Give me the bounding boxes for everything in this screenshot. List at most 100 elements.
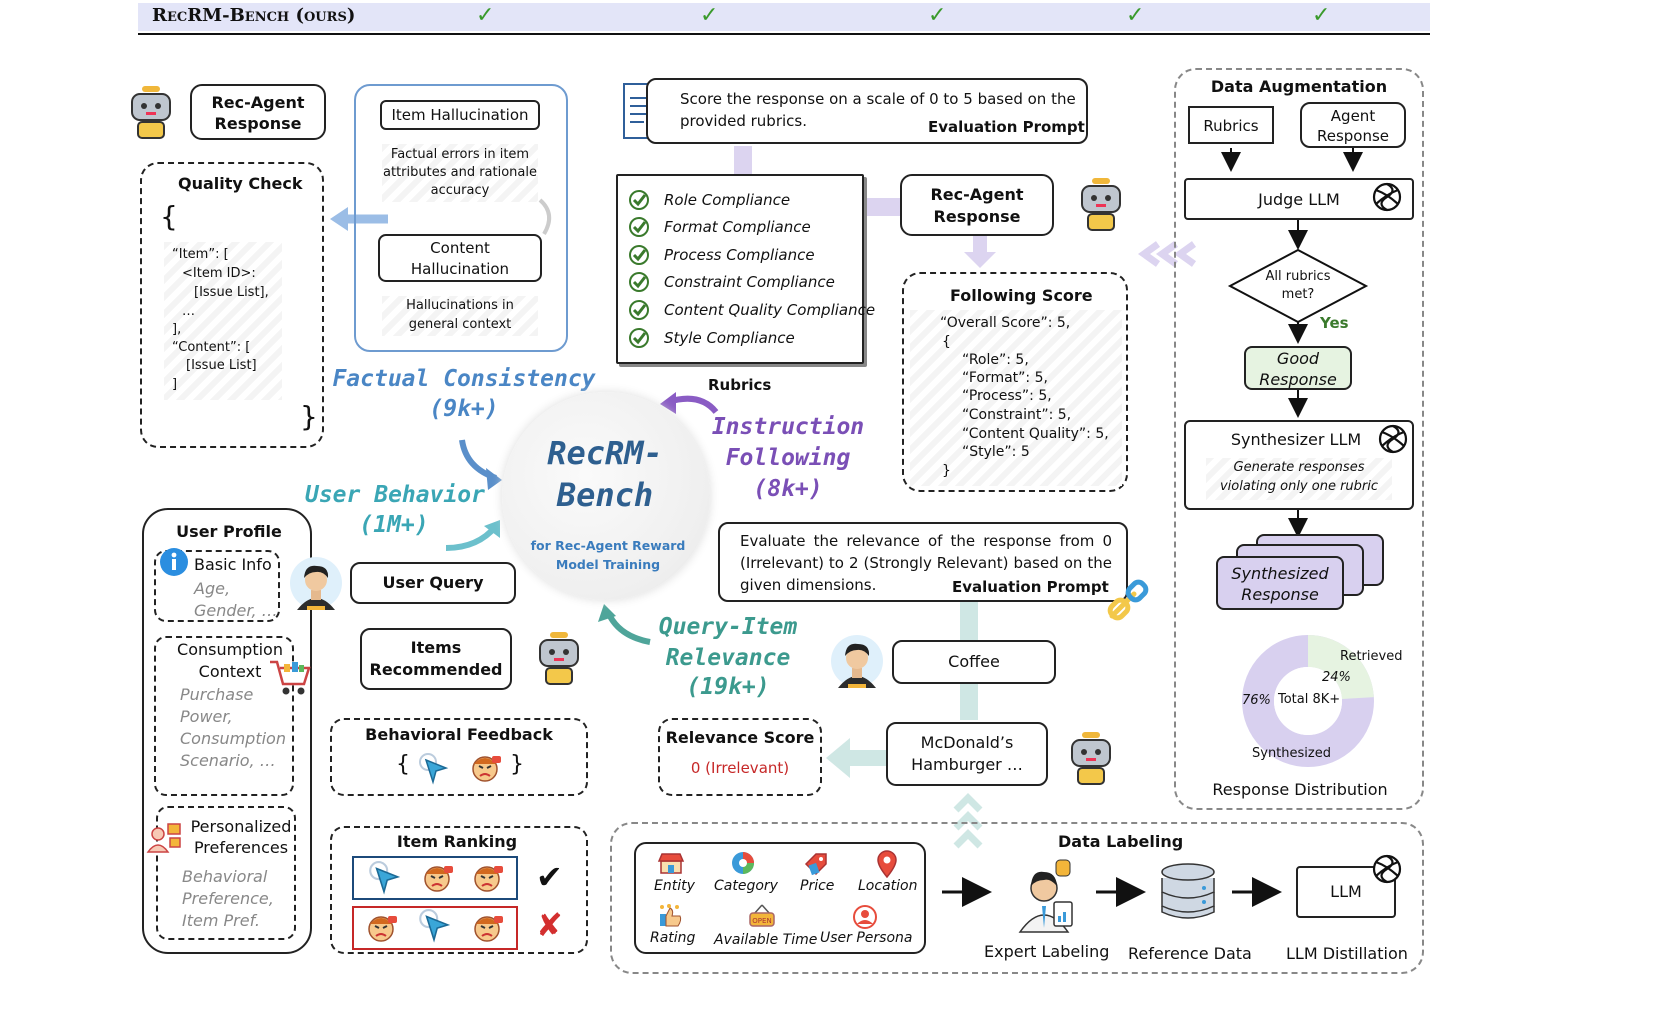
database-icon — [1161, 863, 1215, 919]
header-check: ✓ — [1126, 3, 1145, 28]
basic-info-label: Basic Info — [194, 555, 272, 574]
header-check: ✓ — [476, 3, 495, 28]
quality-check-line: “Content”: [ — [172, 340, 251, 355]
quality-check-line: ], — [172, 322, 182, 337]
center-subtitle: for Rec-Agent Reward Model Training — [530, 538, 686, 572]
store-icon — [657, 853, 685, 874]
relevance-score-panel — [658, 718, 822, 796]
category-pie-icon — [732, 852, 754, 874]
quality-check-close-brace: } — [300, 400, 318, 433]
following-score-title: Following Score — [950, 286, 1093, 305]
consumption-label: Consumption Context — [177, 640, 283, 681]
preference-user-icon — [146, 823, 181, 853]
judge-llm-box: Judge LLM — [1184, 178, 1414, 220]
click-cursor-icon — [419, 753, 449, 785]
quality-check-line: [Issue List], — [194, 285, 269, 300]
click-cursor-icon — [419, 909, 451, 943]
donut-retrieved-label: Retrieved — [1340, 649, 1403, 664]
connector-prompt-coffee — [960, 602, 978, 640]
header-method-name: RecRM-Bench (ours) — [152, 5, 356, 26]
consumption-box — [154, 636, 294, 796]
coffee-query-box: Coffee — [892, 640, 1056, 684]
dimension-price: Price — [800, 878, 835, 894]
score-line: “Process”: 5, — [962, 388, 1052, 404]
llm-distillation-label: LLM Distillation — [1286, 944, 1408, 963]
rubric-item: Process Compliance — [664, 246, 815, 264]
augmentation-title: Data Augmentation — [1210, 77, 1388, 96]
donut-retrieved-slice — [1242, 635, 1374, 767]
dimension-location: Location — [858, 878, 918, 894]
user-profile-title: User Profile — [176, 522, 282, 541]
header-check: ✓ — [1312, 3, 1331, 28]
relevance-prompt-box — [718, 522, 1128, 602]
connector-coffee-response — [960, 684, 978, 720]
expert-labeling-label: Expert Labeling — [984, 942, 1110, 961]
data-labeling-panel — [610, 822, 1424, 974]
donut-hole — [1274, 667, 1342, 735]
svg-text:OPEN: OPEN — [752, 917, 771, 925]
score-line: “Style”: 5 — [962, 444, 1030, 460]
behavioral-feedback-title: Behavioral Feedback — [365, 725, 553, 744]
hallucination-panel — [354, 84, 568, 352]
click-cursor-icon — [369, 861, 401, 895]
openai-logo-icon — [1378, 424, 1408, 454]
factual-agent-response: Rec-Agent Response — [190, 84, 326, 140]
check-circle-icon — [629, 190, 649, 210]
instruction-following-count: (8k+) — [753, 476, 823, 502]
open-sign-icon: OPEN — [749, 904, 775, 927]
rubric-item: Role Compliance — [664, 191, 791, 209]
good-response-box: Good Response — [1244, 346, 1352, 390]
behavioral-feedback-panel — [330, 718, 588, 796]
quality-check-line: [Issue List] — [186, 358, 257, 373]
item-hallucination-desc: Factual errors in item attributes and ra… — [382, 144, 538, 202]
location-pin-icon — [877, 850, 897, 879]
instruction-prompt-label: Evaluation Prompt — [928, 118, 1085, 136]
score-line: “Format”: 5, — [962, 370, 1048, 386]
link-icon — [1107, 579, 1149, 621]
dimension-user-persona: User Persona — [820, 930, 913, 946]
rating-stars-icon — [660, 904, 682, 927]
check-circle-icon — [629, 272, 649, 292]
openai-logo-icon — [1372, 182, 1402, 212]
shopping-cart-icon — [270, 660, 311, 695]
content-hallucination-box: Content Hallucination — [378, 234, 542, 282]
user-behavior-title: User Behavior — [304, 482, 485, 508]
instruction-following-title: Instruction Following — [711, 414, 865, 471]
item-hallucination-box: Item Hallucination — [380, 100, 540, 130]
quality-check-open-brace: { — [160, 200, 178, 233]
score-line: { — [942, 334, 951, 350]
aug-rubrics-box: Rubrics — [1188, 106, 1274, 144]
data-labeling-title: Data Labeling — [1058, 832, 1184, 851]
dimension-available-time: Available Time — [714, 932, 818, 948]
aug-agent-response-box: Agent Response — [1300, 102, 1406, 148]
check-circle-icon — [629, 328, 649, 348]
synthesized-response-box: Synthesized Response — [1216, 556, 1344, 610]
angry-face-icon — [474, 916, 503, 942]
instruction-prompt-box — [646, 78, 1088, 144]
check-circle-icon — [629, 245, 649, 265]
relevance-score-title: Relevance Score — [665, 728, 815, 747]
score-line: “Content Quality”: 5, — [962, 426, 1109, 442]
donut-retrieved-pct: 24% — [1322, 670, 1351, 685]
robot-icon — [539, 632, 579, 685]
score-line: “Role”: 5, — [962, 352, 1029, 368]
user-behavior-count: (1M+) — [359, 512, 429, 538]
rubric-item: Content Quality Compliance — [664, 301, 876, 319]
user-avatar-icon — [290, 557, 342, 610]
relevance-prompt-label: Evaluation Prompt — [952, 578, 1109, 596]
feedback-brace-open: { — [396, 752, 410, 777]
personalized-desc: Behavioral Preference, Item Pref. — [182, 867, 274, 930]
quality-check-line: “Item”: [ — [172, 247, 229, 262]
score-line: “Constraint”: 5, — [962, 407, 1072, 423]
center-circle — [502, 392, 710, 600]
feedback-brace-close: } — [510, 752, 524, 777]
donut-synth-label: Synthesized — [1252, 746, 1331, 761]
instruction-agent-response: Rec-Agent Response — [900, 174, 1054, 236]
donut-synth-pct: 76% — [1242, 693, 1271, 708]
rubric-item: Format Compliance — [664, 218, 811, 236]
score-line: } — [942, 463, 951, 479]
synthesizer-llm-label: Synthesizer LLM — [1230, 430, 1362, 449]
consumption-desc: Purchase Power, Consumption Scenario, … — [180, 685, 286, 770]
chevrons-labeling — [953, 793, 983, 849]
ranking-check-mark: ✔ — [536, 858, 563, 896]
